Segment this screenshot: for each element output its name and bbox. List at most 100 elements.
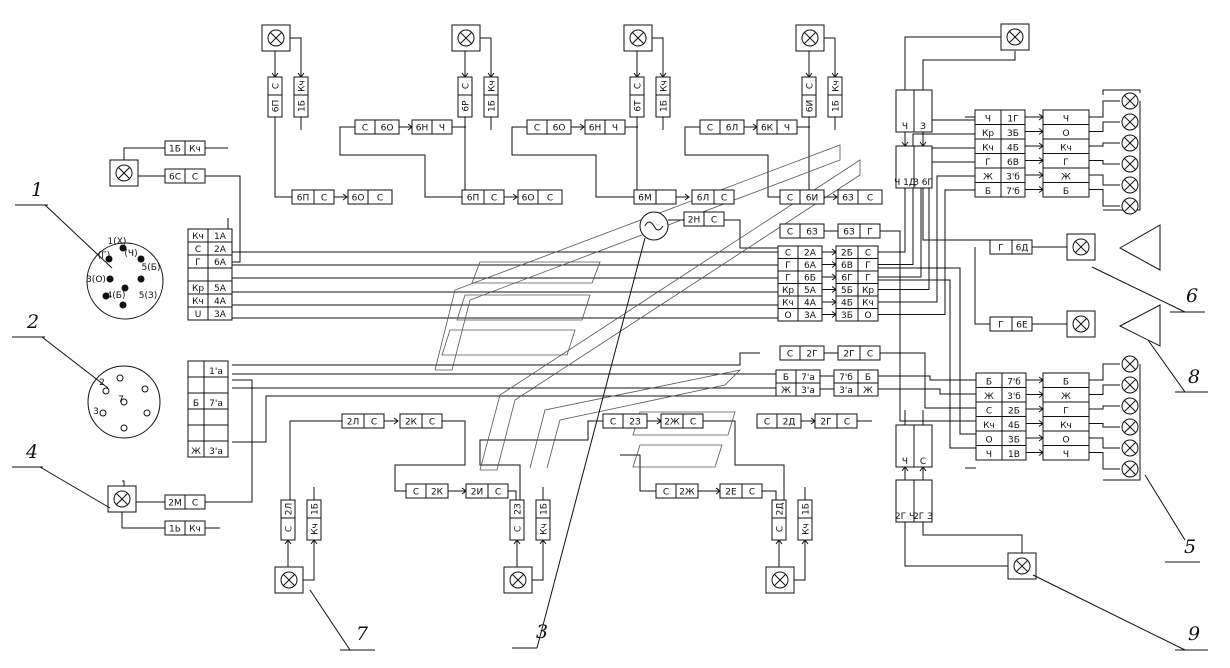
wire — [205, 379, 253, 503]
lamp-cluster-top — [1121, 197, 1139, 215]
callout-leader — [44, 204, 113, 269]
connector-label: 6Н — [416, 124, 429, 134]
lamp-cross — [804, 32, 816, 44]
lamp-cross — [1124, 463, 1136, 475]
connector-frame — [801, 76, 817, 118]
connector-label: С — [787, 350, 793, 360]
connector-label: 6О — [522, 194, 535, 204]
connector-frame — [341, 413, 385, 429]
connector-label: С — [495, 488, 501, 498]
lamp-cluster-top — [1121, 176, 1139, 194]
table-cell: Г — [785, 274, 791, 284]
wire — [339, 126, 462, 198]
connector-label: 2Д — [783, 418, 796, 428]
wire — [878, 189, 975, 315]
connector-label: С — [192, 173, 198, 183]
connector-frame — [779, 223, 825, 239]
connector-label: С — [462, 83, 472, 89]
connector-label: С — [844, 418, 850, 428]
table-cell: 6В — [841, 261, 853, 271]
connector-label: 1Ь — [169, 525, 181, 535]
table-cell: Б — [1063, 187, 1069, 197]
table-cell: Б — [1063, 378, 1069, 388]
table-cell: Ч — [1063, 115, 1069, 125]
pin-label: 3 — [93, 407, 99, 417]
lamp-right-top — [1000, 23, 1030, 51]
connector-label: 1Б — [802, 503, 812, 515]
lamp-cross — [512, 574, 524, 586]
table-cell: 4А — [804, 299, 817, 309]
connector-label: Кч — [802, 523, 812, 535]
wire — [878, 388, 976, 395]
connector-label: Ч — [612, 124, 618, 134]
connector-label: С — [787, 194, 793, 204]
connector-label: 2И — [471, 488, 483, 498]
connector-label: Кч — [189, 145, 201, 155]
lamp-cross — [1124, 421, 1136, 433]
arrow-mark — [579, 123, 585, 131]
wire — [1089, 384, 1120, 395]
connector-label: 2К — [405, 418, 418, 428]
connector-label: 6Д — [1016, 244, 1029, 254]
table-cell: Ч — [902, 457, 908, 467]
socket-pin — [143, 409, 151, 417]
connector-frame — [989, 239, 1033, 255]
callout-number: 1 — [31, 179, 43, 201]
wire — [1103, 101, 1141, 211]
wire — [232, 352, 760, 366]
connector-label: 2Н — [688, 216, 701, 226]
wire — [1089, 160, 1120, 165]
table-cell: Кр — [782, 286, 794, 296]
pin-label: (Ч) — [124, 249, 137, 259]
bg-parallelogram — [632, 444, 723, 468]
wire — [122, 480, 125, 486]
triangle-marker-6 — [1118, 224, 1161, 271]
table-cell: 6В — [1007, 158, 1019, 168]
arrow-mark — [832, 193, 838, 201]
table-cell: Кч — [192, 232, 204, 242]
connector-label: 6О — [352, 194, 365, 204]
table-cell: 2Г Ч — [895, 512, 915, 522]
connector-label: 6И — [806, 100, 816, 112]
table-cell: 3'а — [839, 386, 853, 396]
connector-label: С — [377, 194, 383, 204]
socket-pin — [141, 385, 149, 393]
lamp-3-filament — [644, 221, 664, 231]
connector-frame — [779, 345, 825, 361]
connector-label: Ч — [439, 124, 445, 134]
lamp-side-6 — [1066, 233, 1096, 261]
wire — [701, 420, 785, 500]
lamp-cluster-top — [1121, 113, 1139, 131]
connector-row2-b: 6О С — [347, 189, 393, 205]
connector-label: С — [707, 124, 713, 134]
lamp-cluster-top — [1121, 92, 1139, 110]
connector-frame — [837, 345, 881, 361]
table-cell: С — [785, 249, 791, 259]
table-cell: Ч — [902, 122, 908, 132]
wire — [480, 37, 492, 77]
wire — [860, 267, 976, 435]
table-cell: 1'а — [209, 367, 223, 377]
connector-frame — [461, 189, 505, 205]
table-cell: Кч — [982, 144, 994, 154]
table-cell: З — [920, 122, 926, 132]
table-cell: 4Б — [1008, 421, 1020, 431]
table-cell: 7'б — [1007, 378, 1021, 388]
lamp-cross — [283, 574, 295, 586]
table-cell: U — [195, 310, 202, 320]
lamp-cross — [1124, 158, 1136, 170]
connector-right-low: 2Г Ч2Г З — [895, 479, 933, 523]
pin-label: 5(З) — [139, 291, 158, 301]
wire — [794, 540, 806, 581]
table-cell: З 6Г — [913, 178, 933, 188]
